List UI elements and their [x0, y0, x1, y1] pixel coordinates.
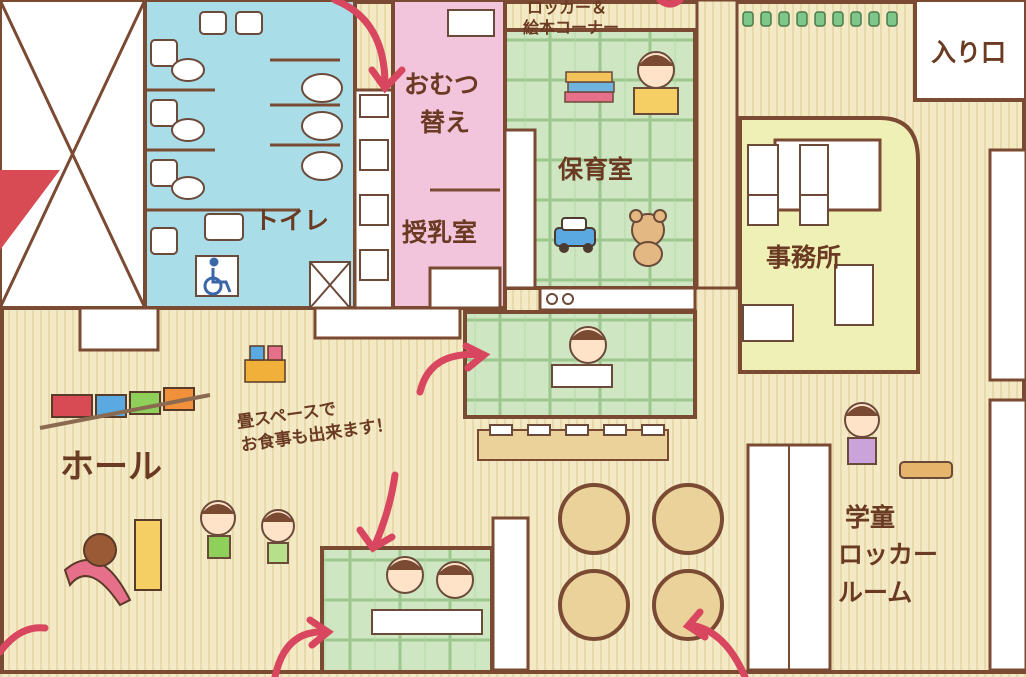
- drawing-child-icon: [551, 326, 613, 388]
- label-locker-picture-book-1: ロッカー＆: [527, 0, 608, 17]
- label-nursery: 保育室: [558, 155, 634, 184]
- label-hall: ホール: [60, 447, 162, 487]
- label-after-school-1: 学童: [845, 503, 896, 532]
- label-locker-picture-book-2: 絵本コーナー: [523, 18, 620, 37]
- slide-icon: [63, 519, 162, 607]
- label-entrance: 入り口: [931, 38, 1007, 67]
- teddy-bear-icon: [629, 209, 667, 267]
- wheelchair-icon: [195, 255, 239, 297]
- label-nursing-room: 授乳室: [402, 218, 478, 247]
- reading-child-icon: [633, 51, 679, 115]
- running-children-icon: [200, 500, 295, 564]
- toy-car-icon: [554, 217, 596, 253]
- toy-train-icon: [39, 387, 211, 430]
- traffic-arrows: [0, 0, 749, 677]
- toy-blocks-icon: [244, 345, 286, 383]
- walking-child-icon: [844, 402, 953, 479]
- entrance-area: [913, 0, 1026, 102]
- label-diaper-2: 替え: [420, 108, 471, 137]
- label-diaper-1: おむつ: [404, 70, 480, 99]
- label-toilet: トイレ: [254, 206, 330, 235]
- nursing-room: [391, 0, 507, 310]
- label-after-school-3: ルーム: [838, 578, 913, 607]
- round-tables: [558, 483, 724, 641]
- eating-children-icon: [386, 556, 474, 599]
- label-office: 事務所: [766, 243, 842, 272]
- label-after-school-2: ロッカー: [838, 540, 939, 569]
- book-stack-icon: [564, 71, 615, 103]
